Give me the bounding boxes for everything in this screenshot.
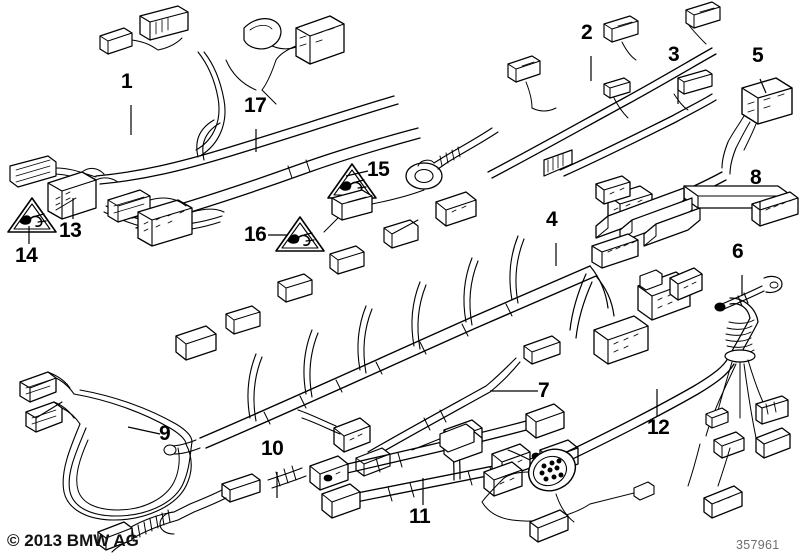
part-17-linework bbox=[107, 127, 499, 247]
part-1-linework bbox=[9, 5, 399, 233]
part-10-linework bbox=[97, 465, 307, 553]
copyright-notice: © 2013 BMW AG bbox=[7, 531, 139, 550]
part-15-connector bbox=[331, 189, 425, 221]
callout-number-3: 3 bbox=[668, 43, 680, 66]
mid-bottom-connectors bbox=[439, 423, 531, 497]
callout-number-5: 5 bbox=[752, 44, 764, 67]
part-6-linework bbox=[714, 275, 783, 312]
callout-number-9: 9 bbox=[159, 422, 171, 445]
callout-number-13: 13 bbox=[59, 219, 82, 242]
callout-number-4: 4 bbox=[546, 208, 558, 231]
callout-number-2: 2 bbox=[581, 21, 593, 44]
part-3-linework bbox=[543, 69, 717, 177]
callout-number-10: 10 bbox=[261, 437, 284, 460]
warning-triangle-14 bbox=[7, 197, 77, 233]
callout-number-8: 8 bbox=[750, 166, 762, 189]
callout-number-12: 12 bbox=[647, 416, 670, 439]
part-9-linework bbox=[19, 371, 193, 521]
callout-number-16: 16 bbox=[244, 223, 267, 246]
part-12-linework bbox=[481, 267, 791, 543]
callout-leaders bbox=[28, 56, 767, 505]
callout-number-14: 14 bbox=[15, 244, 38, 267]
part-4-linework bbox=[163, 191, 691, 456]
diagram-reference-number: 357961 bbox=[736, 538, 780, 552]
part-8-linework bbox=[591, 185, 799, 269]
callout-number-6: 6 bbox=[732, 240, 744, 263]
callout-number-1: 1 bbox=[121, 70, 133, 93]
callout-number-11: 11 bbox=[409, 505, 431, 528]
misc-connectors bbox=[595, 175, 631, 205]
callout-number-15: 15 bbox=[367, 158, 390, 181]
callout-number-17: 17 bbox=[244, 94, 267, 117]
warning-triangle-16 bbox=[275, 211, 345, 252]
part-2-linework bbox=[487, 1, 721, 179]
part-7-linework bbox=[355, 335, 561, 477]
callout-number-7: 7 bbox=[538, 379, 550, 402]
